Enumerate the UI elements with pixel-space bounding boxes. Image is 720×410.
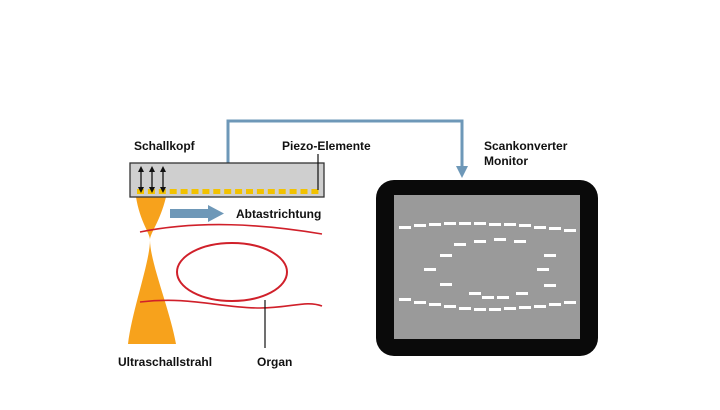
- echo-segment: [399, 226, 411, 229]
- piezo-element: [224, 189, 232, 194]
- pulse-double-arrow: [149, 166, 155, 193]
- organ-label: Organ: [257, 355, 293, 369]
- transducer-label: Schallkopf: [134, 139, 195, 153]
- active-element-pulses: [138, 166, 166, 193]
- echo-segment: [489, 223, 501, 226]
- echo-segment: [414, 301, 426, 304]
- echo-segment: [489, 308, 501, 311]
- echo-segment: [474, 222, 486, 225]
- piezo-element: [246, 189, 253, 194]
- piezo-element: [256, 189, 264, 194]
- pulse-double-arrow: [160, 166, 166, 193]
- pulse-double-arrow: [138, 166, 144, 193]
- piezo-element: [278, 189, 286, 194]
- echo-segment: [534, 305, 546, 308]
- echo-segment: [549, 227, 561, 230]
- connector-arrow-head: [456, 166, 468, 178]
- echo-segment: [414, 224, 426, 227]
- echo-segment: [424, 268, 436, 271]
- echo-segment: [504, 223, 516, 226]
- scan-direction-label: Abtastrichtung: [236, 207, 322, 221]
- echo-segment: [544, 254, 556, 257]
- monitor-label: Monitor: [484, 154, 528, 168]
- echo-segment: [516, 292, 528, 295]
- echo-segment: [469, 292, 481, 295]
- echo-segment: [474, 240, 486, 243]
- tissue-boundary-bottom: [139, 299, 323, 309]
- piezo-element: [267, 189, 275, 194]
- echo-segment: [504, 307, 516, 310]
- echo-segment: [474, 308, 486, 311]
- echo-segment: [440, 254, 452, 257]
- piezo-element: [289, 189, 297, 194]
- signal-connector-line: [226, 119, 464, 168]
- scanconverter-label: Scankonverter: [484, 139, 568, 153]
- piezo-element: [202, 189, 210, 194]
- echo-segment: [429, 223, 441, 226]
- piezo-elements-label: Piezo-Elemente: [282, 139, 371, 153]
- piezo-element: [235, 189, 243, 194]
- echo-segment: [497, 296, 509, 299]
- piezo-element: [169, 189, 177, 194]
- echo-segment: [564, 301, 576, 304]
- monitor-screen: [394, 195, 580, 339]
- echo-segment: [514, 240, 526, 243]
- echo-segment: [454, 243, 466, 246]
- echo-segment: [519, 306, 531, 309]
- echo-segment: [429, 303, 441, 306]
- piezo-element: [191, 189, 199, 194]
- echo-segment: [399, 298, 411, 301]
- echo-segment: [564, 229, 576, 232]
- echo-segment: [444, 222, 456, 225]
- piezo-element: [300, 189, 308, 194]
- ultrasound-beam: [128, 197, 176, 344]
- piezo-element: [180, 189, 188, 194]
- echo-segment: [544, 284, 556, 287]
- echo-segment: [440, 283, 452, 286]
- echo-segment: [537, 268, 549, 271]
- echo-segment: [444, 305, 456, 308]
- echo-segment: [534, 226, 546, 229]
- piezo-element-row: [137, 189, 319, 194]
- echo-segment: [482, 296, 494, 299]
- echo-segment: [549, 303, 561, 306]
- piezo-element: [311, 189, 319, 194]
- tissue-boundary-top: [139, 223, 323, 235]
- echo-pattern: [399, 222, 576, 311]
- piezo-element: [213, 189, 221, 194]
- organ-ellipse: [176, 242, 288, 302]
- echo-segment: [494, 238, 506, 241]
- scan-direction-arrow: [170, 205, 224, 222]
- echo-segment: [459, 222, 471, 225]
- echo-segment: [459, 307, 471, 310]
- echo-segment: [519, 224, 531, 227]
- ultrasound-beam-label: Ultraschallstrahl: [118, 355, 213, 369]
